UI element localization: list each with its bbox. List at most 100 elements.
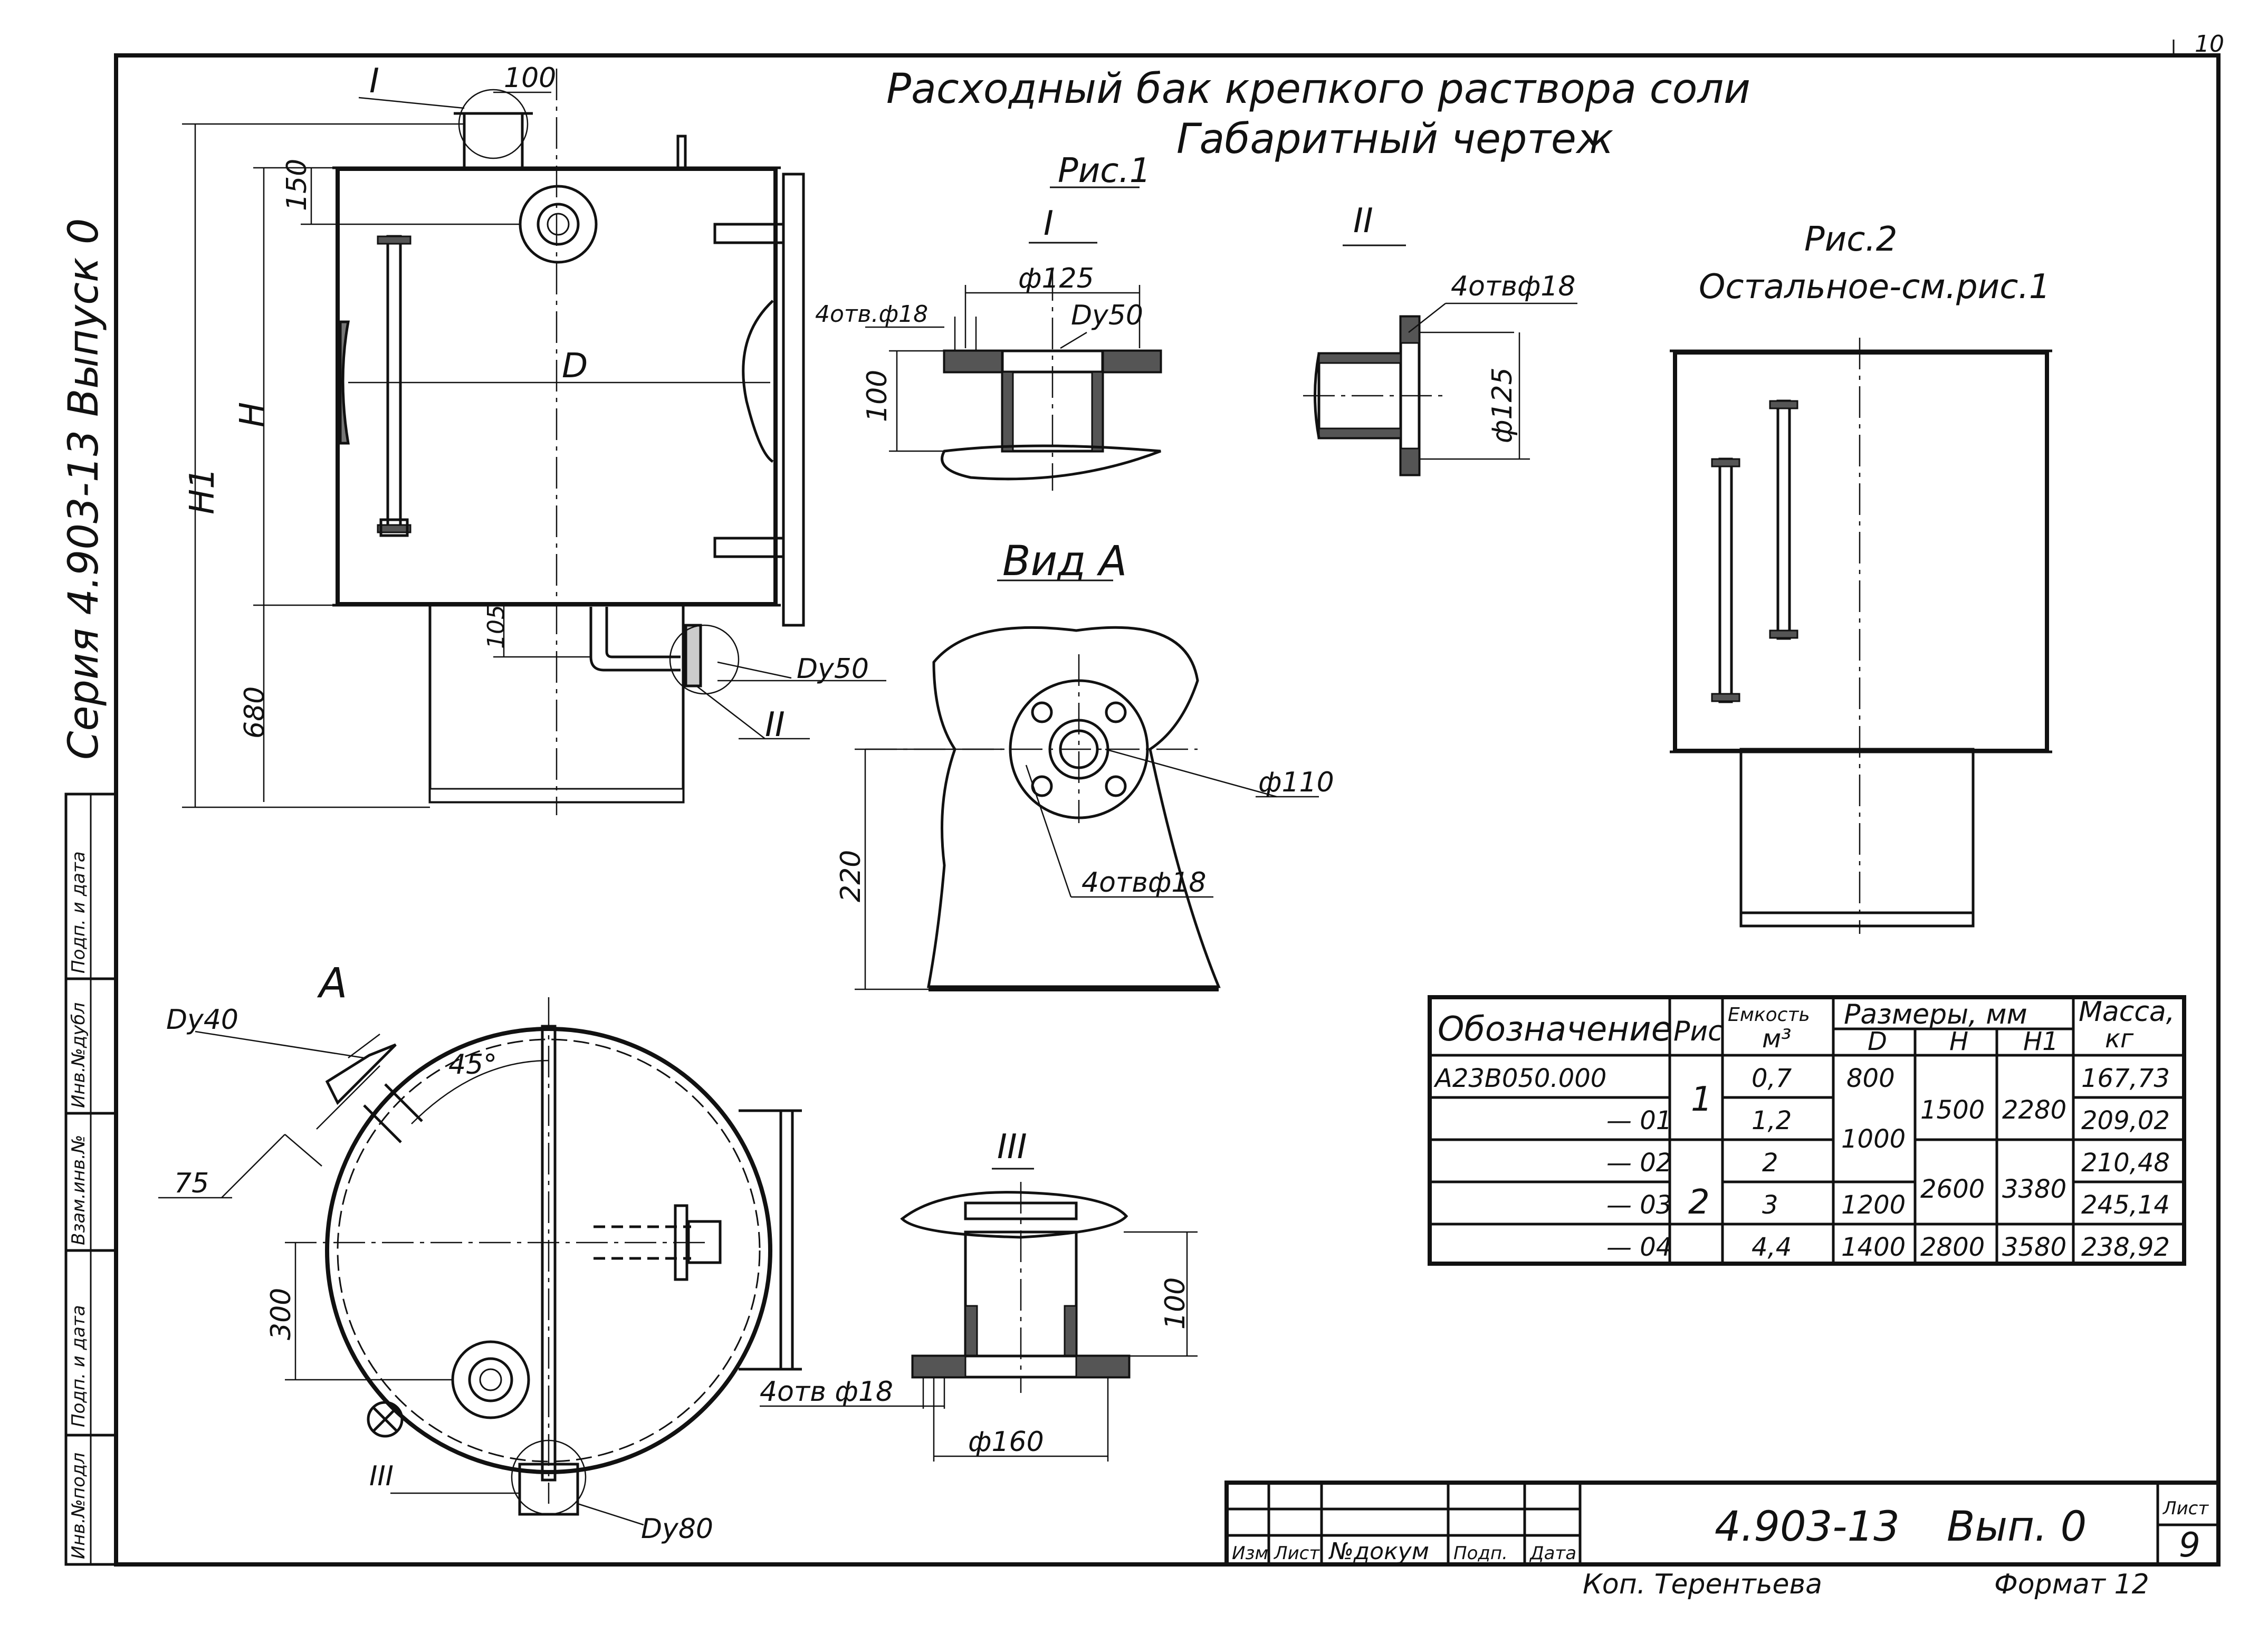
merged-fig-1: 1 [1691, 1080, 1712, 1119]
row-2-capacity: 1,2 [1752, 1106, 1792, 1135]
plan-300: 300 [265, 1288, 297, 1340]
row-1-capacity: 0,7 [1752, 1064, 1792, 1093]
stamp-sign-date-2: Подп. и дата [68, 851, 89, 973]
fig2-label: Рис.2 [1804, 220, 1897, 259]
detail-III-title: III [997, 1128, 1027, 1167]
th-H: H [1949, 1027, 1968, 1056]
row-1-designation: А23В050.000 [1433, 1064, 1606, 1093]
merged-H-1500: 1500 [1920, 1095, 1985, 1125]
dim-100-top: 100 [504, 62, 556, 94]
th-fig: Рис [1673, 1016, 1723, 1047]
tb-code: 4.903-13 [1715, 1503, 1900, 1551]
row-3-capacity: 2 [1762, 1148, 1778, 1178]
row-5-designation: — 04 [1606, 1233, 1672, 1262]
view-A-phi110: ф110 [1258, 767, 1334, 798]
label-dy50-drain: Dy50 [797, 653, 869, 685]
th-D: D [1868, 1027, 1887, 1056]
fig2-note: Остальное-см.рис.1 [1699, 268, 2050, 307]
row-5-D: 1400 [1841, 1233, 1906, 1262]
plan-45: 45° [448, 1049, 497, 1081]
front-view [182, 69, 886, 815]
detail-I-title: I [1044, 204, 1054, 243]
tb-format: Формат 12 [1994, 1569, 2149, 1600]
row-4-mass: 245,14 [2081, 1190, 2170, 1220]
row-1-mass: 167,73 [2081, 1064, 2170, 1093]
stamp-replace-inv: Взам.инв.№ [68, 1135, 89, 1245]
plan-dy40: Dy40 [166, 1004, 238, 1036]
view-A-holes: 4отвф18 [1082, 867, 1206, 899]
merged-H-2600: 2600 [1920, 1174, 1985, 1204]
plan-dy80: Dy80 [641, 1513, 713, 1545]
detail-I-dy50: Dy50 [1071, 300, 1143, 331]
row-4-designation: — 03 [1606, 1190, 1672, 1220]
detail-III-holes: 4отв ф18 [760, 1376, 893, 1408]
spec-table [1428, 995, 2186, 1266]
drawing-subtitle: Габаритный чертеж [1176, 116, 1613, 163]
th-capacity-unit: м³ [1762, 1024, 1791, 1054]
side-stamp: Инв.№подл Подп. и дата Взам.инв.№ Инв.№д… [64, 792, 118, 1566]
drawing-title: Расходный бак крепкого раствора соли [886, 65, 1750, 113]
tb-col-dokum: №докум [1328, 1538, 1429, 1565]
plan-view [158, 997, 802, 1526]
detail-II-holes: 4отвф18 [1451, 271, 1575, 302]
detail-III-100: 100 [1160, 1277, 1191, 1330]
corner-sheet-number: 10 [2195, 31, 2224, 58]
title-block [1224, 1481, 2221, 1567]
detail-I-holes: 4отв.ф18 [815, 301, 928, 328]
row-5-capacity: 4,4 [1752, 1233, 1792, 1262]
series-label: Серия 4.903-13 Выпуск 0 [60, 218, 108, 760]
dim-680: 680 [239, 686, 271, 739]
row-2-designation: — 01 [1606, 1106, 1672, 1135]
row-5-H1: 3580 [2002, 1233, 2066, 1262]
row-4-capacity: 3 [1762, 1190, 1778, 1220]
row-5-H: 2800 [1920, 1233, 1985, 1262]
callout-II: II [765, 705, 785, 744]
row-4-D: 1200 [1841, 1190, 1906, 1220]
stamp-sign-date-1: Подп. и дата [68, 1305, 89, 1427]
row-5-mass: 238,92 [2081, 1233, 2170, 1262]
detail-I-100: 100 [862, 370, 893, 422]
view-A-220: 220 [835, 850, 867, 902]
dim-D: D [562, 347, 588, 386]
dim-150: 150 [281, 159, 313, 211]
tb-sheet-no: 9 [2179, 1526, 2200, 1565]
plan-letter-A: A [317, 960, 347, 1007]
plan-75: 75 [174, 1168, 209, 1199]
th-H1: H1 [2023, 1027, 2059, 1056]
tb-col-izm: Изм [1232, 1543, 1268, 1564]
stamp-inv-dubl: Инв.№дубл [68, 1002, 89, 1108]
detail-III [760, 1182, 1198, 1462]
row-3-designation: — 02 [1606, 1148, 1672, 1178]
merged-H1-3380: 3380 [2002, 1174, 2066, 1204]
merged-D-1000: 1000 [1841, 1124, 1906, 1154]
detail-I [865, 269, 1162, 491]
th-mass: Масса, [2079, 996, 2175, 1028]
th-designation: Обозначение [1438, 1010, 1672, 1049]
callout-I: I [369, 62, 379, 101]
view-A [855, 626, 1319, 991]
fig2-view [1670, 338, 2052, 934]
dim-H1: H1 [183, 467, 222, 514]
fig1-label: Рис.1 [1058, 151, 1151, 190]
detail-III-phi160: ф160 [968, 1426, 1044, 1458]
merged-H1-2280: 2280 [2002, 1095, 2066, 1125]
view-A-title: Вид А [1002, 538, 1127, 585]
tb-sheet-label: Лист [2162, 1498, 2209, 1519]
tb-issue: Вып. 0 [1947, 1503, 2087, 1551]
detail-II-title: II [1353, 202, 1373, 241]
stamp-inv-podl: Инв.№подл [68, 1453, 89, 1559]
th-sizes: Размеры, мм [1844, 999, 2027, 1030]
detail-II [1303, 302, 1577, 476]
row-3-mass: 210,48 [2081, 1148, 2170, 1178]
tb-col-data: Дата [1529, 1543, 1576, 1564]
merged-fig-2: 2 [1688, 1183, 1710, 1222]
tb-col-list: Лист [1273, 1543, 1320, 1564]
detail-II-phi125: ф125 [1487, 367, 1518, 443]
row-1-D: 800 [1846, 1064, 1895, 1093]
tb-col-podp: Подп. [1453, 1543, 1508, 1564]
row-2-mass: 209,02 [2081, 1106, 2170, 1135]
th-mass-unit: кг [2105, 1024, 2134, 1054]
th-capacity: Емкость [1728, 1004, 1810, 1026]
callout-III: III [369, 1460, 394, 1492]
